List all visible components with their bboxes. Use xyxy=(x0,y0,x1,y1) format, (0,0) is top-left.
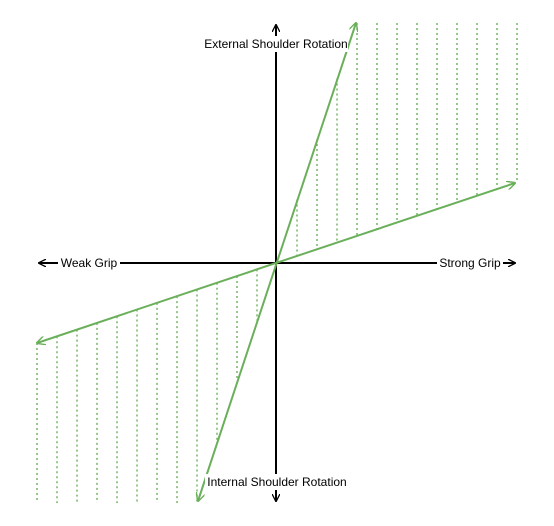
label-bg xyxy=(204,36,348,52)
label-bg xyxy=(58,255,120,271)
shallow-diagonal-arrow xyxy=(37,183,515,343)
weak-grip-label: Weak Grip xyxy=(61,256,118,270)
strong-grip-label: Strong Grip xyxy=(439,256,501,270)
label-bg xyxy=(205,474,347,490)
external-rotation-label: External Shoulder Rotation xyxy=(204,37,347,51)
label-bg xyxy=(437,255,503,271)
internal-rotation-label: Internal Shoulder Rotation xyxy=(207,475,346,489)
